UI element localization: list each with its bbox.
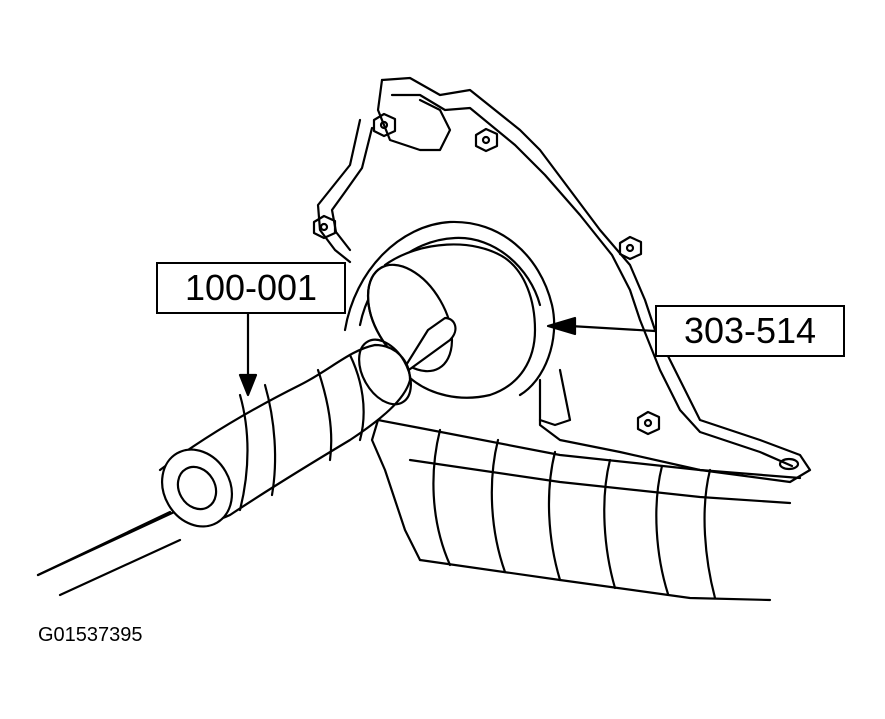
- leader-arrows: [238, 312, 657, 397]
- tool-label-303-514: 303-514: [655, 305, 845, 357]
- engine-block: [370, 418, 802, 602]
- bolt-top-left: [372, 112, 397, 138]
- tool-label-100-001: 100-001: [156, 262, 346, 314]
- bolt-top-right: [474, 127, 499, 153]
- bolt-right-lower: [636, 410, 661, 436]
- bolts: [312, 112, 800, 471]
- bolt-right-middle: [618, 235, 643, 261]
- handle-grip: [158, 338, 412, 528]
- bolt-left: [312, 214, 337, 240]
- figure-id: G01537395: [38, 624, 143, 646]
